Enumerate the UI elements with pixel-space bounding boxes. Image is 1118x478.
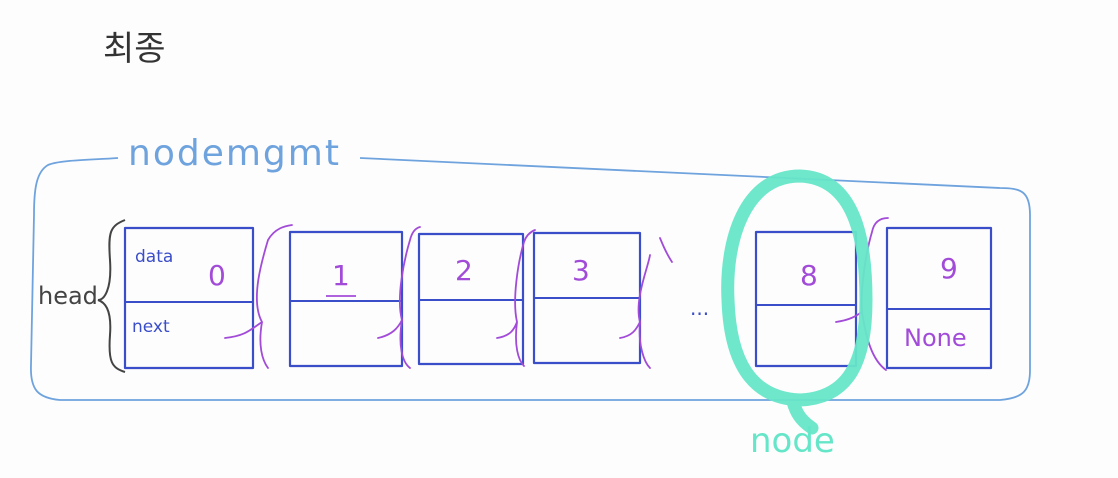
head-label: head bbox=[38, 282, 98, 310]
node-0-value: 0 bbox=[208, 259, 226, 292]
node-1-value: 1 bbox=[332, 259, 350, 292]
pointer-2-to-3 bbox=[496, 229, 536, 367]
node-highlight bbox=[721, 169, 873, 435]
title: 최종 bbox=[103, 29, 166, 69]
node-9: 9 None bbox=[885, 226, 993, 370]
next-field-label: next bbox=[132, 317, 170, 337]
node-8-value: 8 bbox=[800, 259, 818, 292]
node-2-value: 2 bbox=[455, 254, 473, 287]
node-3-value: 3 bbox=[572, 254, 590, 287]
head-brace bbox=[97, 219, 126, 373]
ellipsis: ... bbox=[690, 296, 709, 320]
node-9-value: 9 bbox=[940, 252, 958, 285]
data-field-label: data bbox=[135, 247, 173, 267]
pointer-0-to-1 bbox=[224, 224, 293, 369]
node-2: 2 bbox=[417, 232, 525, 366]
node-9-next: None bbox=[904, 324, 967, 352]
highlight-label: node bbox=[750, 421, 835, 461]
node-1-box bbox=[288, 230, 404, 368]
nodemgmt-container bbox=[30, 157, 1031, 401]
node-3: 3 bbox=[532, 231, 642, 365]
node-9-box bbox=[885, 226, 993, 370]
node-0-box bbox=[123, 226, 255, 370]
node-8-box bbox=[754, 230, 858, 368]
nodemgmt-label: nodemgmt bbox=[128, 133, 341, 174]
node-head: data next 0 bbox=[123, 226, 255, 370]
node-8: 8 bbox=[754, 230, 858, 368]
pointer-3-to-next bbox=[619, 237, 673, 369]
pointer-1-to-2 bbox=[377, 226, 421, 369]
node-1: 1 bbox=[288, 230, 404, 368]
